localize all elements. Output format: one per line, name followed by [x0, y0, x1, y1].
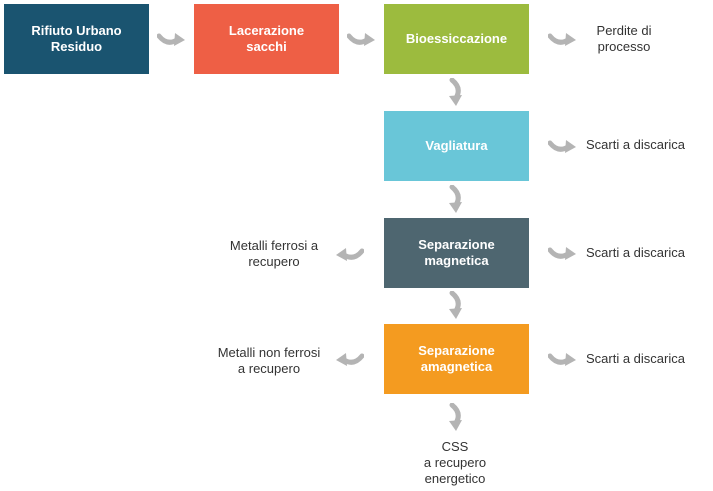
output-text: CSS a recupero energetico — [423, 439, 487, 486]
output-css: CSS a recupero energetico — [405, 438, 505, 488]
output-text: Scarti a discarica — [586, 245, 685, 260]
curved-arrow-icon — [446, 78, 464, 108]
step-label: Separazione amagnetica — [418, 343, 495, 374]
output-scarti-magnetica: Scarti a discarica — [586, 244, 710, 262]
output-text: Metalli non ferrosi a recupero — [217, 345, 321, 376]
curved-arrow-icon — [347, 30, 377, 48]
step-rifiuto-urbano-residuo: Rifiuto Urbano Residuo — [4, 4, 149, 74]
output-text: Scarti a discarica — [586, 351, 685, 366]
step-lacerazione-sacchi: Lacerazione sacchi — [194, 4, 339, 74]
step-separazione-magnetica: Separazione magnetica — [384, 218, 529, 288]
output-scarti-vagliatura: Scarti a discarica — [586, 136, 710, 154]
curved-arrow-icon — [446, 291, 464, 321]
step-label: Bioessiccazione — [405, 31, 508, 46]
curved-arrow-icon — [157, 30, 187, 48]
output-scarti-amagnetica: Scarti a discarica — [586, 350, 710, 368]
step-separazione-amagnetica: Separazione amagnetica — [384, 324, 529, 394]
curved-arrow-icon — [548, 30, 578, 48]
curved-arrow-icon — [548, 137, 578, 155]
output-text: Metalli ferrosi a recupero — [229, 238, 319, 269]
curved-arrow-icon — [446, 185, 464, 215]
step-label: Separazione magnetica — [418, 237, 495, 268]
output-metalli-non-ferrosi: Metalli non ferrosi a recupero — [204, 344, 334, 378]
curved-arrow-icon — [548, 350, 578, 368]
output-perdite-di-processo: Perdite di processo — [578, 22, 670, 56]
output-text: Perdite di processo — [596, 23, 652, 54]
output-text: Scarti a discarica — [586, 137, 685, 152]
step-label: Vagliatura — [425, 138, 488, 153]
curved-arrow-icon — [334, 245, 364, 263]
curved-arrow-icon — [548, 244, 578, 262]
output-metalli-ferrosi: Metalli ferrosi a recupero — [214, 237, 334, 271]
curved-arrow-icon — [446, 403, 464, 433]
curved-arrow-icon — [334, 350, 364, 368]
step-label: Lacerazione sacchi — [228, 23, 305, 54]
step-vagliatura: Vagliatura — [384, 111, 529, 181]
step-label: Rifiuto Urbano Residuo — [31, 23, 122, 54]
step-bioessiccazione: Bioessiccazione — [384, 4, 529, 74]
